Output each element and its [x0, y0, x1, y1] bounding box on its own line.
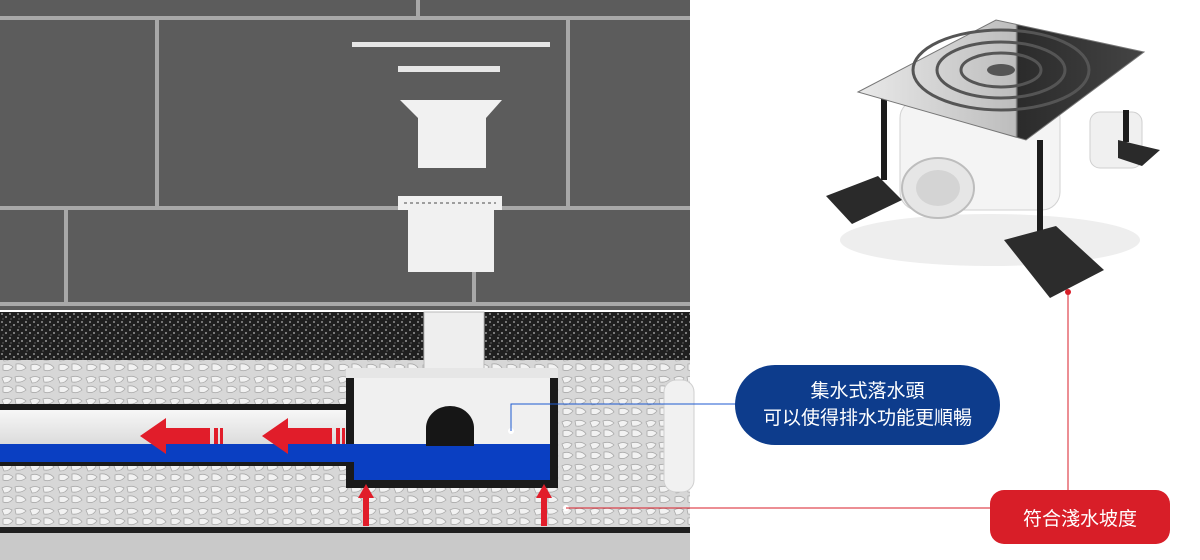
flow-arrows: [140, 418, 345, 454]
seepage-arrows: [358, 484, 552, 526]
product-render: [826, 19, 1160, 298]
slope-callout-text: 符合淺水坡度: [1022, 507, 1137, 530]
collector-callout-line2: 可以使得排水功能更順暢: [762, 407, 972, 429]
gravel-layer: [0, 312, 690, 360]
leader-dot-product: [1065, 289, 1071, 295]
slope-callout: 符合淺水坡度: [990, 490, 1170, 544]
tile-grout: [0, 0, 690, 306]
collector-callout-line1: 集水式落水頭: [810, 380, 925, 402]
flow-arrow: [140, 418, 223, 454]
grate-plate: [856, 19, 1146, 141]
leader-line-blue: [510, 403, 738, 431]
water-channel: [0, 444, 360, 462]
tile-wall: [0, 0, 690, 310]
exploded-parts: [352, 42, 550, 272]
collector-callout: 集水式落水頭 可以使得排水功能更順暢: [735, 365, 1000, 445]
cross-section-panel: [0, 0, 690, 560]
drain-neck: [423, 311, 485, 371]
water-collector: [354, 444, 550, 480]
flow-arrow: [262, 418, 345, 454]
drain-hole: [426, 406, 474, 446]
pipe-stub: [663, 379, 695, 493]
